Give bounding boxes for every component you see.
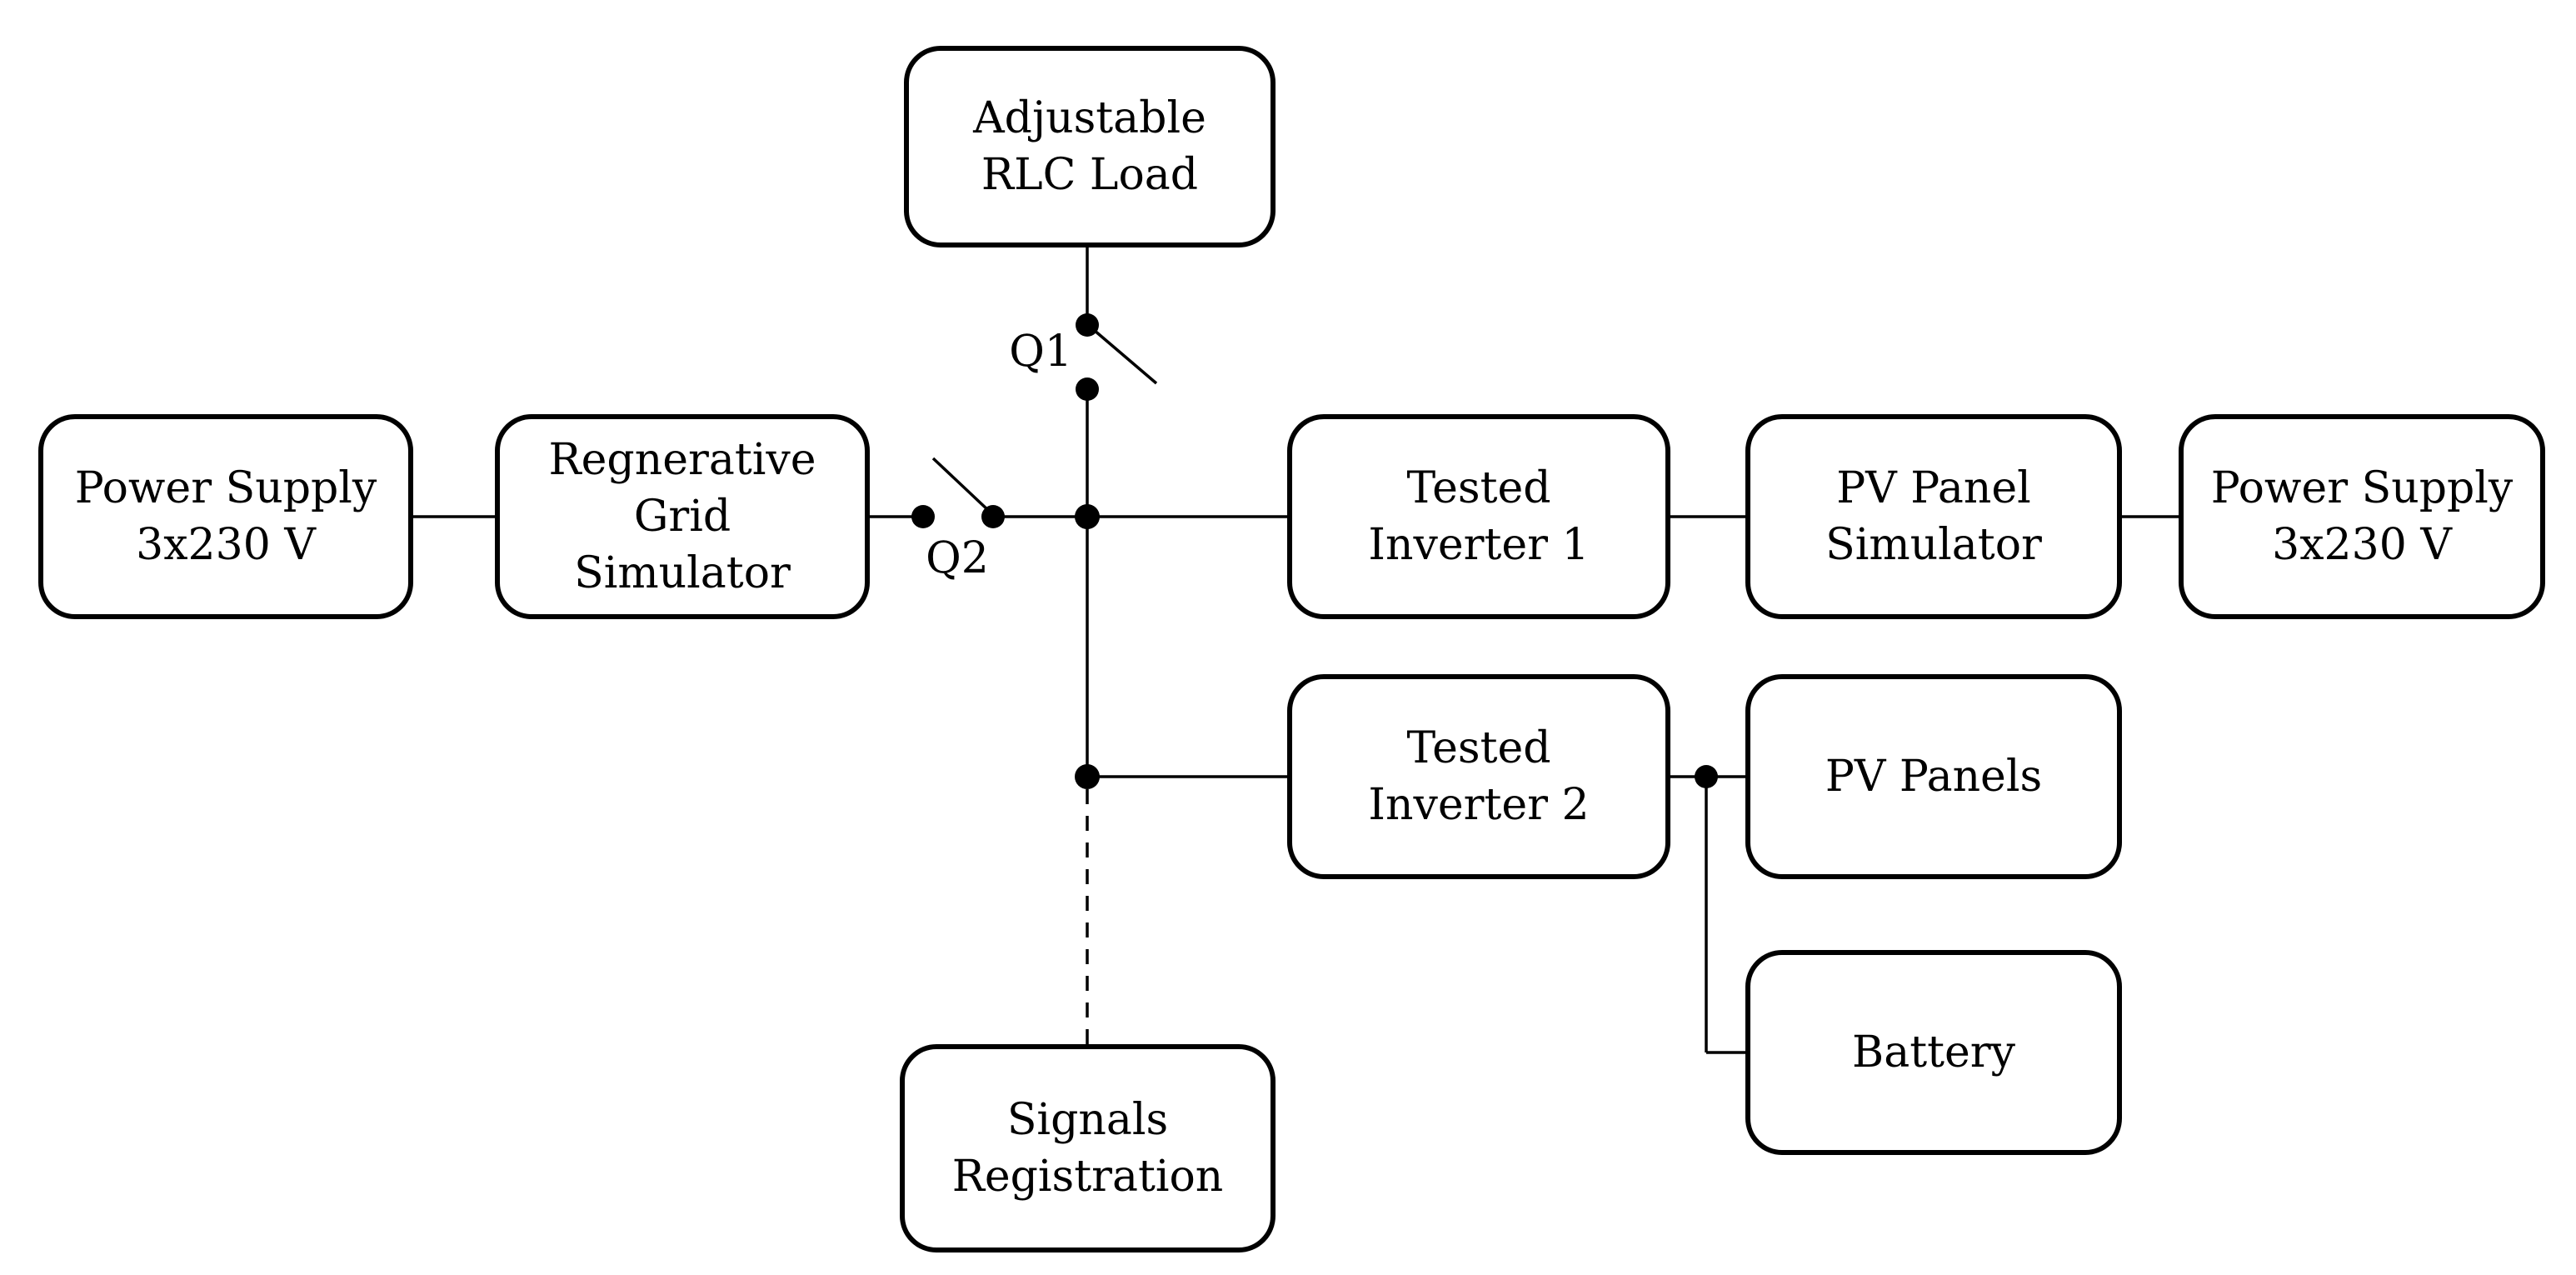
switch-q1-top-contact-dot bbox=[1076, 313, 1099, 337]
switch-q2-left-contact-dot bbox=[911, 505, 935, 528]
switch-q1-label: Q1 bbox=[1009, 327, 1072, 377]
node-regenerative-grid-simulator: Regnerative Grid Simulator bbox=[495, 414, 870, 619]
switch-q1-bottom-contact-dot bbox=[1076, 378, 1099, 401]
battery-branch-junction-dot bbox=[1695, 765, 1718, 788]
row2-junction-dot bbox=[1075, 764, 1100, 789]
node-pv-panels: PV Panels bbox=[1745, 674, 2122, 879]
switch-q2-blade bbox=[931, 457, 991, 513]
node-adjustable-rlc-load: Adjustable RLC Load bbox=[904, 46, 1276, 248]
node-pv-panel-simulator: PV Panel Simulator bbox=[1745, 414, 2122, 619]
node-signals-registration: Signals Registration bbox=[900, 1044, 1276, 1252]
ac-bus-junction-dot bbox=[1075, 504, 1100, 529]
switch-q2-label: Q2 bbox=[926, 533, 989, 583]
node-tested-inverter-2: Tested Inverter 2 bbox=[1287, 674, 1670, 879]
node-power-supply-right: Power Supply 3x230 V bbox=[2179, 414, 2545, 619]
switch-q2-right-contact-dot bbox=[981, 505, 1005, 528]
node-battery: Battery bbox=[1745, 950, 2122, 1155]
node-power-supply-left: Power Supply 3x230 V bbox=[38, 414, 413, 619]
node-tested-inverter-1: Tested Inverter 1 bbox=[1287, 414, 1670, 619]
switch-q1-blade bbox=[1092, 328, 1158, 385]
